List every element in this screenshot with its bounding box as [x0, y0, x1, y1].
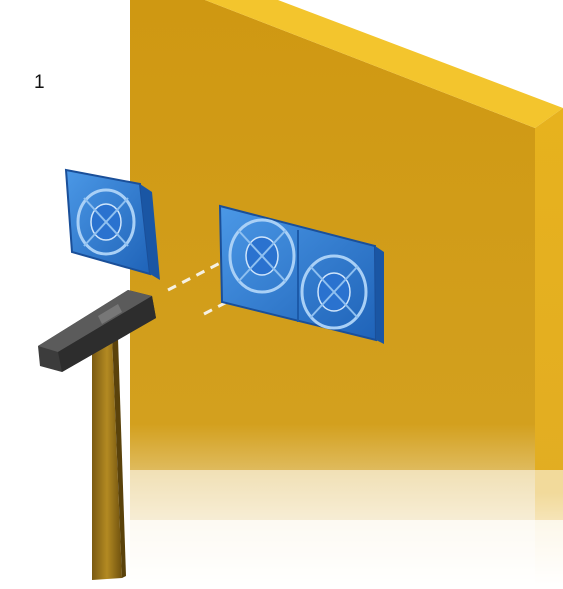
step-number: 1	[34, 72, 45, 94]
